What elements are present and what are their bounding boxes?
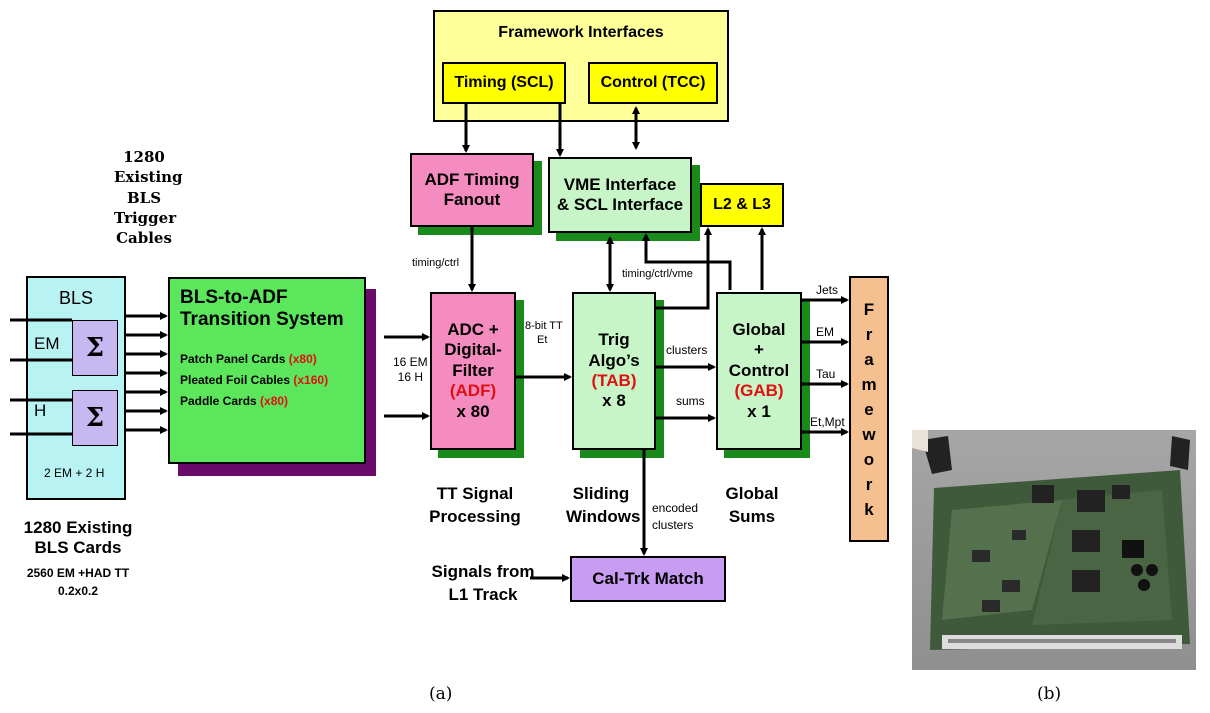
- framework-letter: e: [864, 399, 874, 419]
- bls-cards-line3: 2560 EM +HAD TT: [26, 566, 130, 581]
- clusters-label: clusters: [666, 343, 708, 357]
- transition-title1: BLS-to-ADF: [180, 287, 288, 308]
- framework-letter: r: [865, 324, 873, 344]
- bls-cards-line2: BLS Cards: [34, 537, 122, 557]
- trig-algo-box: Trig Algo’s (TAB) x 8: [572, 292, 656, 450]
- adc-l4: (ADF): [449, 381, 497, 401]
- global-l2: +: [754, 340, 764, 360]
- bls-box: BLS: [26, 276, 126, 500]
- transition-system-box: BLS-to-ADF Transition System Patch Panel…: [168, 277, 366, 464]
- adc-adf-box: ADC + Digital- Filter (ADF) x 80: [430, 292, 516, 450]
- transition-title2: Transition System: [180, 309, 344, 330]
- framework-letter: m: [861, 374, 877, 394]
- framework-interfaces-title: Framework Interfaces: [498, 24, 664, 41]
- framework-letter: a: [864, 349, 874, 369]
- vme-board-photo: [912, 430, 1196, 670]
- pleated-foil-item: Pleated Foil Cables (x160): [180, 373, 329, 387]
- caption-a: (a): [429, 684, 453, 704]
- framework-letter: w: [862, 424, 876, 444]
- sigma-h-icon: Σ: [72, 390, 118, 446]
- board-image: [912, 430, 1190, 650]
- global-l3: Control: [728, 360, 790, 380]
- sums-label: sums: [676, 394, 705, 408]
- bls-bottom-label: 2 EM + 2 H: [44, 466, 105, 480]
- bls-cards-line1: 1280 Existing: [23, 518, 133, 537]
- tau-label: Tau: [816, 367, 836, 381]
- sigma-em-icon: Σ: [72, 320, 118, 376]
- control-tcc-box: Control (TCC): [588, 62, 718, 104]
- bls-title: BLS: [58, 288, 94, 308]
- l2-l3-box: L2 & L3: [700, 183, 784, 227]
- adc-l5: x 80: [456, 401, 490, 421]
- adc-l3: Filter: [452, 360, 494, 380]
- adf-timing-line1: ADF Timing: [424, 169, 520, 189]
- bls-cables-count: 1280: [123, 148, 165, 166]
- etmpt-label: Et,Mpt: [810, 415, 845, 429]
- framework-letter: r: [865, 474, 873, 494]
- global-l4: (GAB): [734, 381, 784, 401]
- vme-line1: VME Interface: [563, 174, 677, 194]
- trig-l2: Algo’s: [588, 350, 640, 370]
- adc-l1: ADC +: [447, 320, 499, 340]
- framework-letter: o: [863, 449, 875, 469]
- framework-letter: F: [863, 299, 875, 319]
- caption-b: (b): [1037, 684, 1062, 704]
- cal-trk-match-box: Cal-Trk Match: [570, 556, 726, 602]
- trig-l3: (TAB): [591, 371, 637, 390]
- jets-label: Jets: [816, 283, 839, 297]
- timing-ctrl-label: timing/ctrl: [412, 257, 460, 269]
- paddle-cards-item: Paddle Cards (x80): [180, 394, 289, 408]
- global-l5: x 1: [747, 401, 771, 421]
- em-out-label: EM: [816, 325, 834, 339]
- vme-interface-box: VME Interface & SCL Interface: [548, 157, 692, 233]
- bls-cables-l2: BLS: [126, 188, 162, 207]
- adc-l2: Digital-: [444, 340, 502, 360]
- global-control-box: Global + Control (GAB) x 1: [716, 292, 802, 450]
- global-l1: Global: [732, 320, 786, 340]
- bls-cards-label: 1280 Existing BLS Cards 2560 EM +HAD TT …: [16, 518, 140, 599]
- bls-cables-l3: Trigger: [114, 208, 177, 227]
- patch-panel-item: Patch Panel Cards (x80): [180, 352, 317, 366]
- bls-cables-l4: Cables: [116, 229, 172, 247]
- bls-em-label: EM: [34, 334, 60, 353]
- trig-l1: Trig: [598, 330, 630, 350]
- vme-line2: & SCL Interface: [556, 195, 684, 214]
- bls-cables-l1: Existing: [114, 168, 183, 187]
- framework-letter: k: [864, 499, 874, 519]
- adf-timing-line2: Fanout: [443, 190, 501, 209]
- timing-ctrl-vme-label: timing/ctrl/vme: [622, 268, 693, 280]
- bls-h-label: H: [34, 401, 47, 420]
- timing-scl-box: Timing (SCL): [442, 62, 566, 104]
- adf-timing-fanout-box: ADF Timing Fanout: [410, 153, 534, 227]
- bls-cables-label: 1280 Existing BLS Trigger Cables: [114, 147, 183, 248]
- bls-cards-line4: 0.2x0.2: [57, 583, 99, 598]
- trig-l4: x 8: [602, 391, 626, 411]
- transition-items: Patch Panel Cards (x80) Pleated Foil Cab…: [180, 349, 328, 412]
